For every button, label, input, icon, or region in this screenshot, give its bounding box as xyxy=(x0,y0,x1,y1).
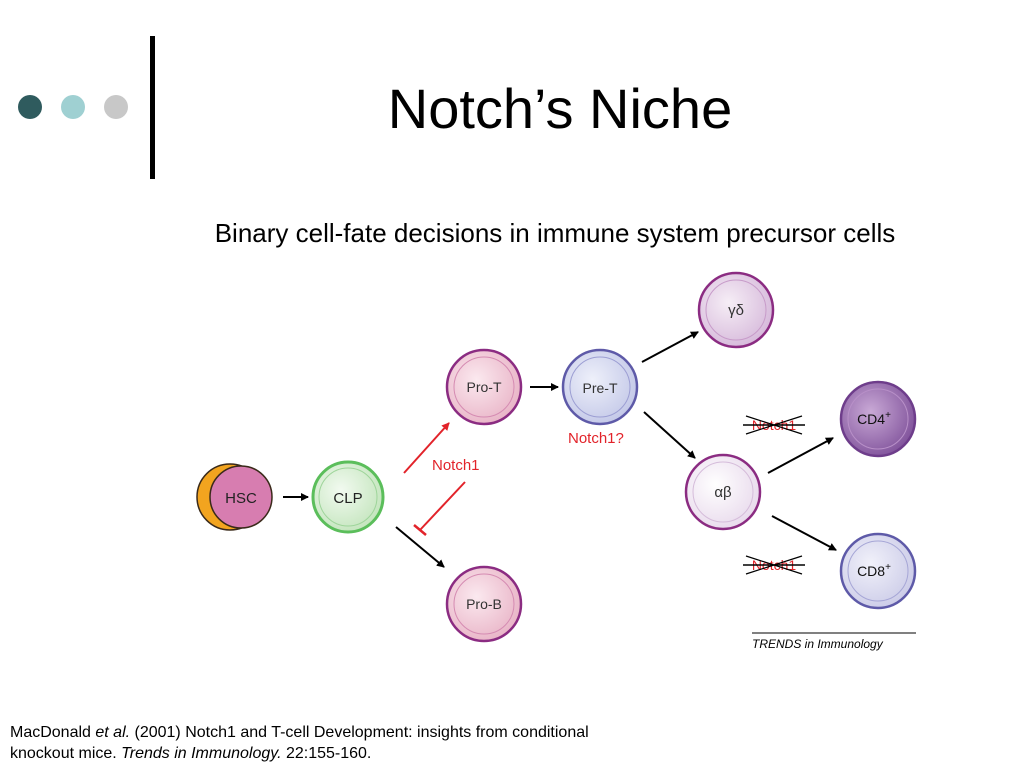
gamma-delta-label: γδ xyxy=(728,302,744,319)
notch1-inhibition-arrow xyxy=(419,481,466,531)
gamma-delta-body xyxy=(697,271,775,349)
citation: MacDonald et al. (2001) Notch1 and T-cel… xyxy=(10,722,630,764)
notch1-activation-arrow xyxy=(403,422,450,474)
cd4-ring xyxy=(847,388,909,450)
citation-pages: 22:155-160. xyxy=(281,745,372,762)
clp-body xyxy=(311,460,385,534)
arrow-alpha-beta-to-cd4 xyxy=(767,437,834,474)
cd8-text: CD8 xyxy=(857,563,885,579)
cd8-ring xyxy=(847,540,909,602)
nav-dot-light xyxy=(61,95,85,119)
cd4-superscript: + xyxy=(885,410,891,421)
clp-ring xyxy=(318,467,378,527)
cell-alpha-beta: αβ xyxy=(684,453,762,531)
nav-dot-gray xyxy=(104,95,128,119)
pre-t-body xyxy=(561,348,639,426)
citation-et-al: et al. xyxy=(95,724,131,741)
notch1-label: Notch1 xyxy=(432,457,480,474)
cd4-body xyxy=(839,380,917,458)
cell-cd8: CD8+ xyxy=(839,532,917,610)
notch1-crossed-cd8: Notch1 xyxy=(743,555,805,575)
cell-clp: CLP xyxy=(311,460,385,534)
cd4-label: CD4+ xyxy=(857,410,891,427)
notch1-crossed-cd4-x2 xyxy=(745,415,803,435)
slide-subtitle: Binary cell-fate decisions in immune sys… xyxy=(214,218,896,248)
citation-journal: Trends in Immunology. xyxy=(121,745,282,762)
notch-fate-diagram: HSC CLP Pro-T Pro-B Pre-T xyxy=(190,270,930,660)
notch1-question-label: Notch1? xyxy=(568,430,624,447)
source-label: TRENDS in Immunology xyxy=(752,637,884,651)
pro-t-label: Pro-T xyxy=(467,379,502,395)
pro-b-body xyxy=(445,565,523,643)
notch1-crossed-cd8-x2 xyxy=(745,555,803,575)
clp-label: CLP xyxy=(333,490,362,507)
title-divider xyxy=(150,36,155,179)
cell-pro-b: Pro-B xyxy=(445,565,523,643)
pro-t-body xyxy=(445,348,523,426)
alpha-beta-body xyxy=(684,453,762,531)
arrow-pre-t-to-alpha-beta xyxy=(643,411,696,459)
cell-gamma-delta: γδ xyxy=(697,271,775,349)
cell-pre-t: Pre-T xyxy=(561,348,639,426)
citation-author: MacDonald xyxy=(10,724,96,741)
nav-dot-dark xyxy=(18,95,42,119)
gamma-delta-ring xyxy=(705,279,767,341)
notch1-inhibition-bar xyxy=(413,524,427,536)
notch1-crossed-cd4: Notch1 xyxy=(743,415,805,435)
cd4-text: CD4 xyxy=(857,411,885,427)
pro-b-ring xyxy=(453,573,515,635)
alpha-beta-label: αβ xyxy=(714,484,732,501)
cell-hsc: HSC xyxy=(196,463,273,531)
pro-t-ring xyxy=(453,356,515,418)
arrow-pre-t-to-gamma-delta xyxy=(641,331,699,363)
cd8-superscript: + xyxy=(885,562,891,573)
cd8-label: CD8+ xyxy=(857,562,891,579)
alpha-beta-ring xyxy=(692,461,754,523)
arrow-alpha-beta-to-cd8 xyxy=(771,515,837,551)
pro-b-label: Pro-B xyxy=(466,596,502,612)
pre-t-label: Pre-T xyxy=(583,380,618,396)
hsc-body xyxy=(209,465,273,529)
pre-t-ring xyxy=(569,356,631,418)
hsc-label: HSC xyxy=(225,490,257,507)
cell-cd4: CD4+ xyxy=(839,380,917,458)
cell-pro-t: Pro-T xyxy=(445,348,523,426)
slide-title: Notch’s Niche xyxy=(387,77,733,140)
cd8-body xyxy=(839,532,917,610)
citation-body: (2001) Notch1 and T-cell Development: in… xyxy=(10,724,589,762)
arrow-clp-to-pro-b xyxy=(395,526,445,568)
